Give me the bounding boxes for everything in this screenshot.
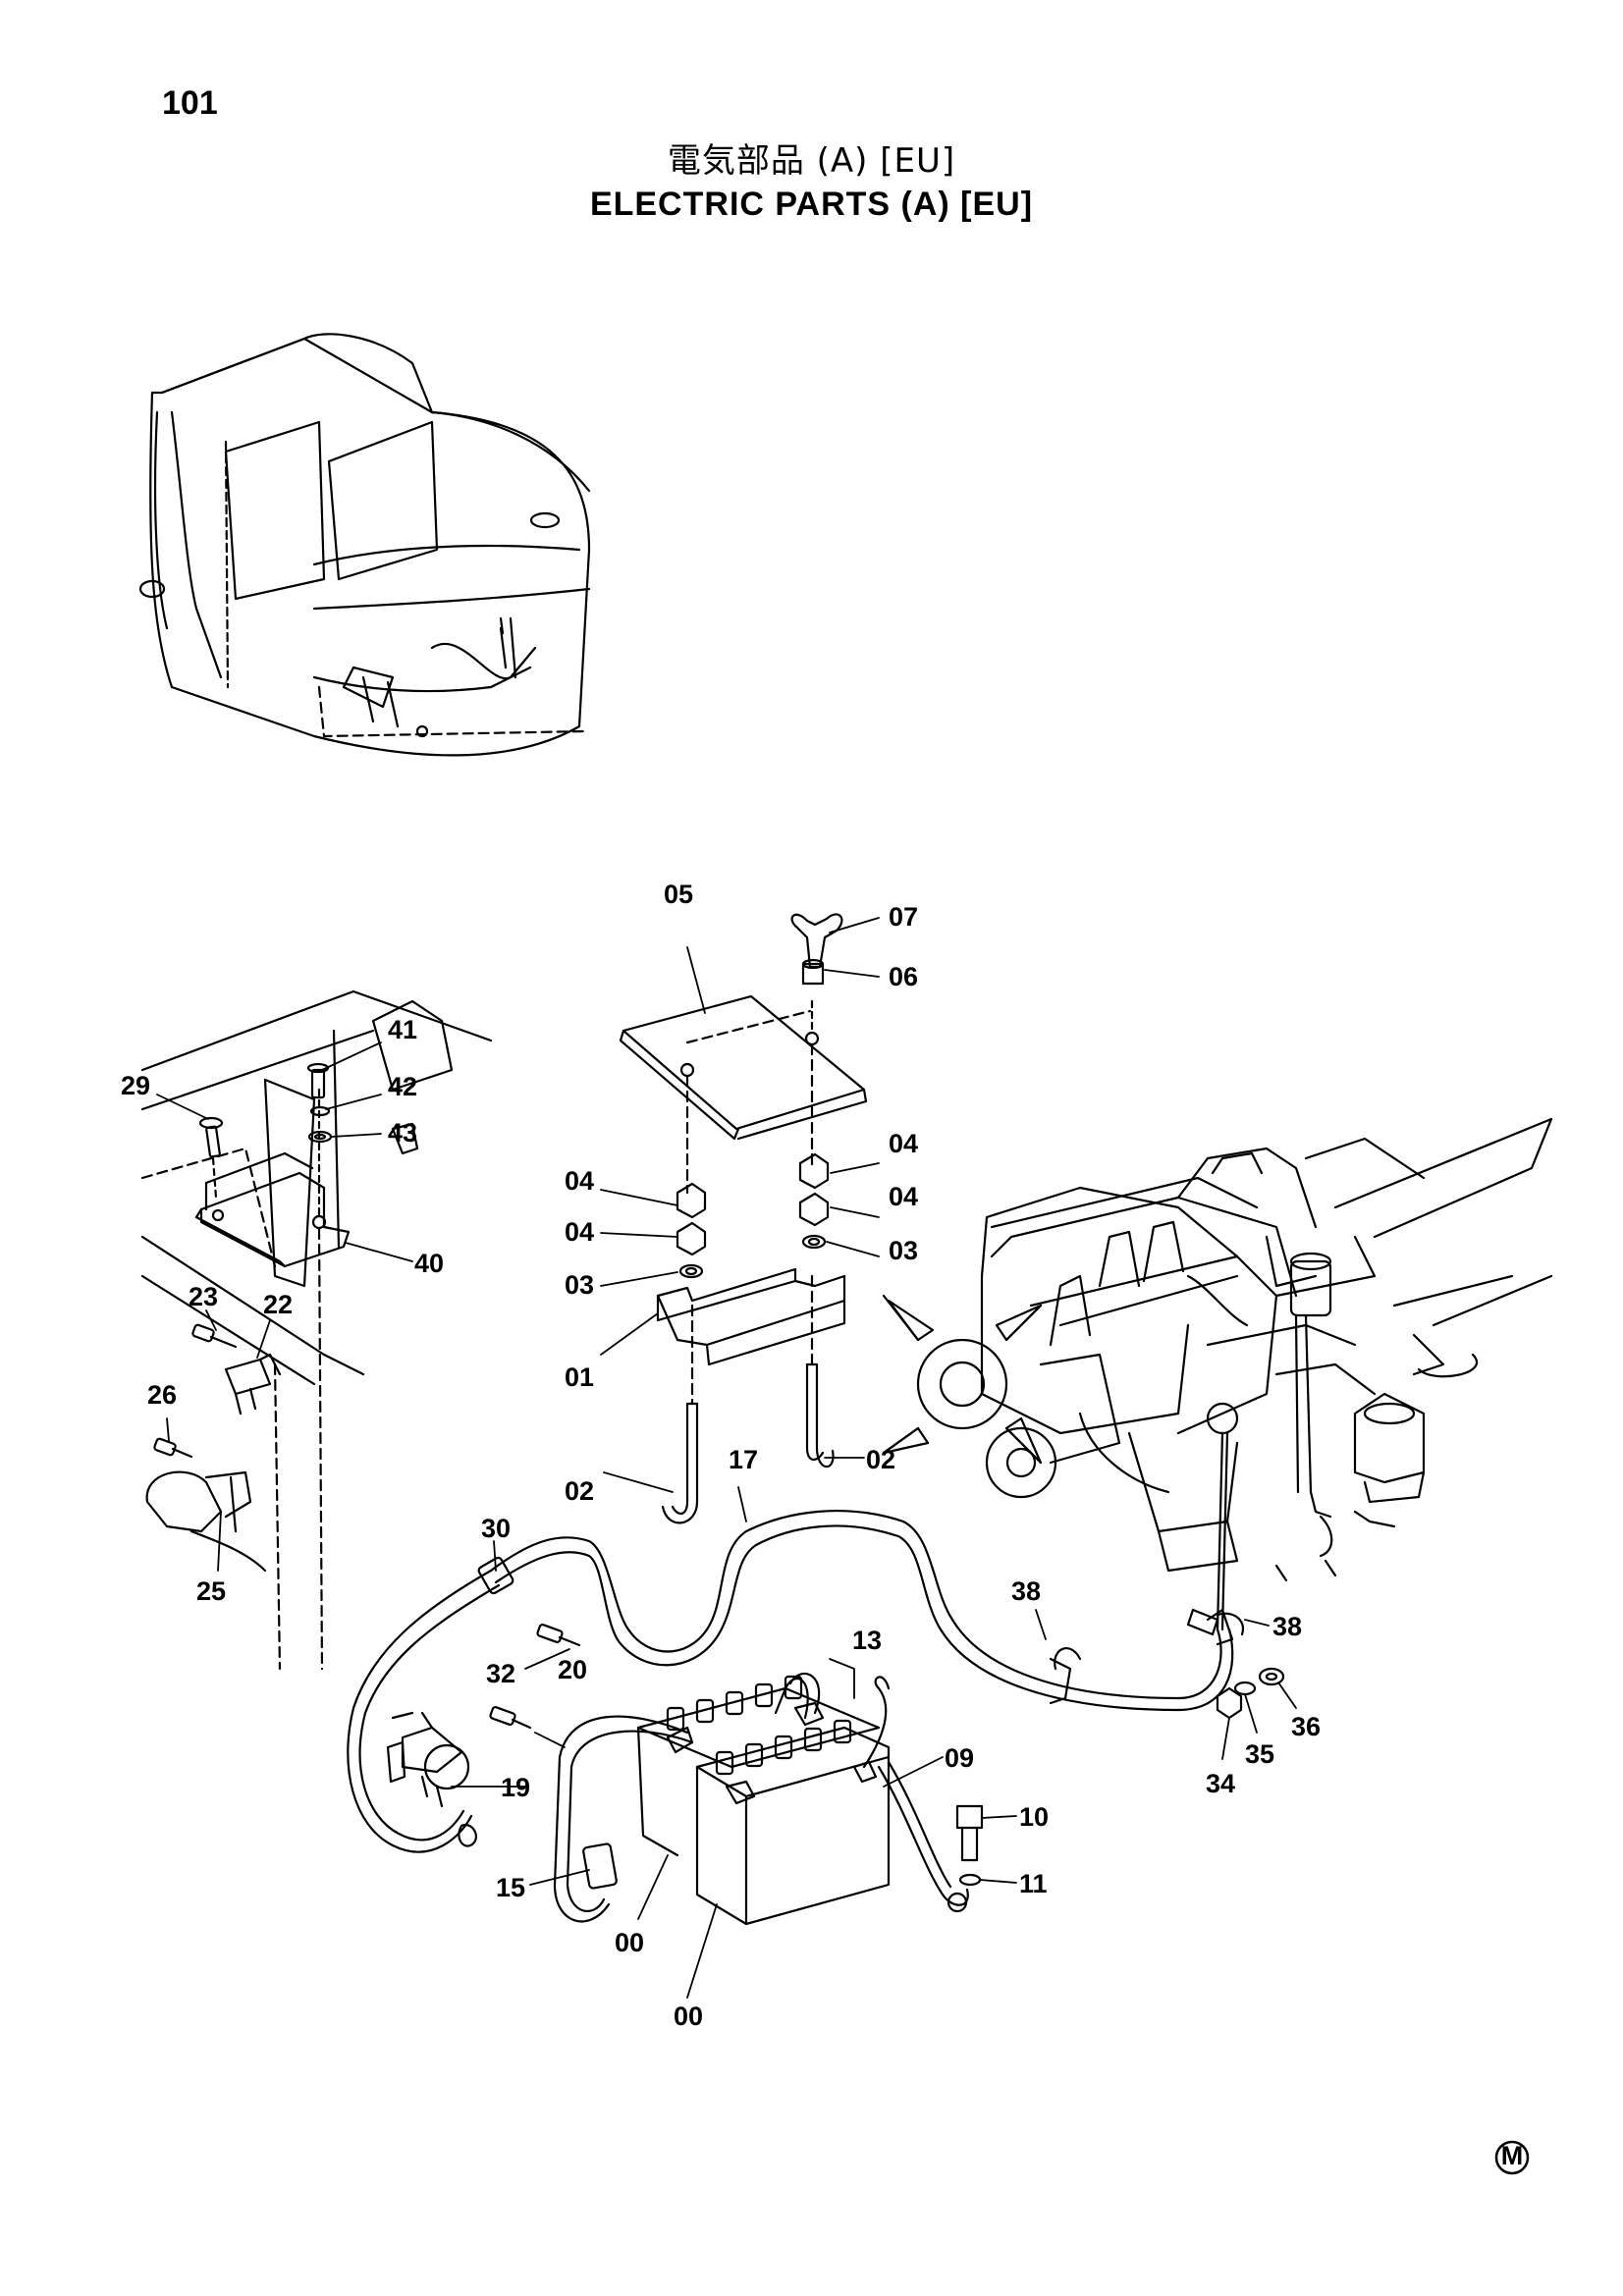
callout-04-right-upper: 04 <box>889 1129 918 1158</box>
manufacturer-mark-icon: M <box>1494 2140 1530 2175</box>
manufacturer-mark-letter: M <box>1501 2141 1524 2170</box>
callout-30: 30 <box>481 1514 511 1543</box>
callout-32: 32 <box>486 1659 515 1688</box>
callout-26: 26 <box>147 1380 177 1410</box>
callout-36: 36 <box>1291 1712 1321 1741</box>
callout-02-right: 02 <box>866 1445 895 1474</box>
callout-13: 13 <box>852 1626 882 1655</box>
callout-02-left: 02 <box>565 1476 594 1506</box>
cable-harness <box>347 1509 1234 1923</box>
callout-04-left-upper: 04 <box>565 1166 594 1196</box>
callout-07: 07 <box>889 902 918 932</box>
callout-03-left: 03 <box>565 1270 594 1300</box>
callout-00-upper: 00 <box>615 1928 644 1957</box>
callout-10: 10 <box>1019 1802 1049 1832</box>
callout-00-lower: 00 <box>674 2002 703 2031</box>
chassis-frame <box>140 989 1553 1386</box>
callout-11: 11 <box>1019 1869 1048 1898</box>
callout-38-left: 38 <box>1011 1576 1041 1606</box>
callout-04-right-lower: 04 <box>889 1182 918 1211</box>
callout-03-right: 03 <box>889 1236 918 1265</box>
battery-holder-assembly <box>619 913 868 1524</box>
bracket-assembly <box>194 1062 351 1671</box>
title-japanese: 電気部品 (A) [EU] <box>667 141 956 181</box>
engine-illustration <box>882 1147 1426 1631</box>
callout-41: 41 <box>388 1015 417 1044</box>
callout-25: 25 <box>196 1576 226 1606</box>
callout-19: 19 <box>501 1773 530 1802</box>
callout-leaders <box>156 917 1297 1999</box>
callout-34: 34 <box>1206 1769 1235 1798</box>
switch-assembly <box>145 1323 282 1671</box>
battery-relay-illustration <box>386 1711 470 1808</box>
battery-illustration <box>636 1675 891 1926</box>
title-english: ELECTRIC PARTS (A) [EU] <box>589 186 1034 223</box>
title-block: 電気部品 (A) [EU] ELECTRIC PARTS (A) [EU] <box>0 139 1623 226</box>
callout-22: 22 <box>263 1290 293 1319</box>
callout-38-right: 38 <box>1272 1612 1302 1641</box>
hardware-parts <box>489 1559 1337 1887</box>
callout-labels: 05 07 06 41 42 43 29 04 04 04 04 03 03 4… <box>121 880 1321 2031</box>
callout-40: 40 <box>414 1249 444 1278</box>
callout-35: 35 <box>1245 1739 1274 1769</box>
callout-23: 23 <box>189 1282 218 1311</box>
callout-15: 15 <box>496 1873 525 1902</box>
callout-06: 06 <box>889 962 918 991</box>
callout-09: 09 <box>945 1743 974 1773</box>
callout-17: 17 <box>729 1445 758 1474</box>
page-number: 101 <box>162 84 218 122</box>
callout-20: 20 <box>558 1655 587 1684</box>
callout-04-left-lower: 04 <box>565 1217 594 1247</box>
callout-42: 42 <box>388 1072 417 1101</box>
callout-43: 43 <box>388 1118 417 1148</box>
callout-29: 29 <box>121 1071 150 1100</box>
callout-05: 05 <box>664 880 693 909</box>
excavator-overview-illustration <box>138 333 591 757</box>
callout-01: 01 <box>565 1362 594 1392</box>
